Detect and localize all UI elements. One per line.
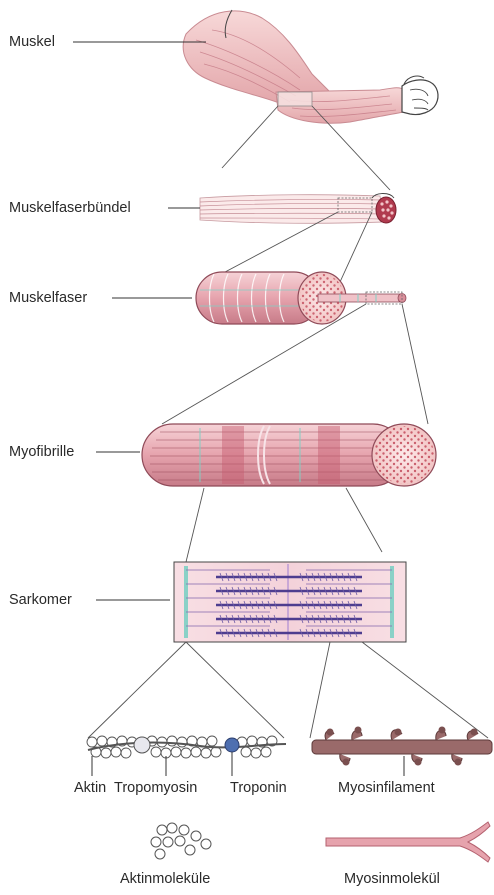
actin-filament-illustration [87, 736, 286, 758]
callout-lines-4 [186, 488, 382, 562]
fiber-bundle-illustration [200, 194, 396, 224]
myofibril-illustration [142, 424, 436, 486]
label-muscle-fiber: Muskelfaser [9, 291, 87, 306]
sarcomere-illustration [174, 562, 406, 642]
myosin-filament-illustration [312, 727, 492, 766]
label-myosin-filament: Myosinfilament [338, 781, 435, 796]
label-sarcomere: Sarkomer [9, 593, 72, 608]
label-muscle: Muskel [9, 35, 55, 50]
label-actin: Aktin [74, 781, 106, 796]
label-fiber-bundle: Muskelfaserbündel [9, 201, 131, 216]
callout-lines-5 [88, 642, 488, 738]
label-tropomyosin: Tropomyosin [114, 781, 197, 796]
label-troponin: Troponin [230, 781, 287, 796]
label-myosin-molecule: Myosinmolekül [344, 872, 440, 887]
actin-molecules-illustration [151, 823, 211, 859]
label-actin-molecules: Aktinmoleküle [120, 872, 210, 887]
myosin-molecule-illustration [326, 822, 490, 862]
muscle-fiber-illustration [196, 272, 406, 324]
label-myofibril: Myofibrille [9, 445, 74, 460]
arm-illustration [183, 10, 438, 123]
